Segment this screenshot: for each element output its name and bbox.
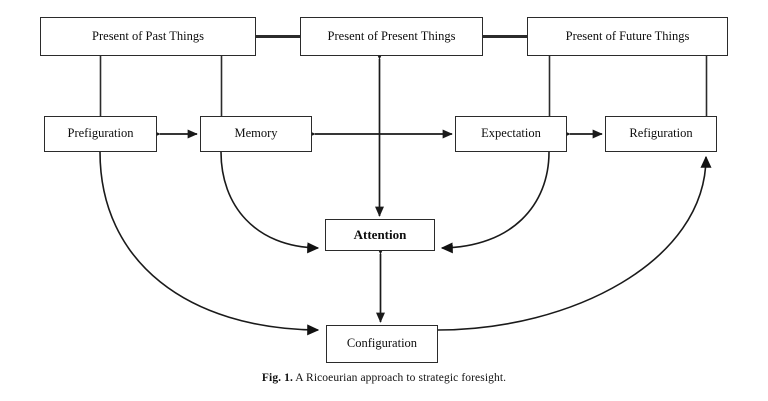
node-label: Present of Present Things — [327, 28, 456, 43]
node-label: Expectation — [481, 126, 541, 141]
expectation-to-attention-curve — [440, 151, 550, 254]
node-label: Present of Future Things — [565, 28, 690, 43]
figure-caption-label: Fig. 1. — [261, 372, 293, 384]
figure-caption-text: A Ricoeurian approach to strategic fores… — [295, 372, 507, 384]
node-prefiguration[interactable]: Prefiguration — [44, 116, 157, 152]
memory-to-attention-curve — [220, 151, 320, 254]
configuration-to-refiguration-curve — [437, 155, 712, 331]
node-present-of-present-things[interactable]: Present of Present Things — [300, 17, 483, 56]
figure-caption: Fig. 1. A Ricoeurian approach to strateg… — [0, 372, 768, 384]
node-refiguration[interactable]: Refiguration — [605, 116, 717, 152]
node-memory[interactable]: Memory — [200, 116, 312, 152]
node-present-of-future-things[interactable]: Present of Future Things — [527, 17, 728, 56]
node-label: Refiguration — [629, 126, 693, 141]
node-expectation[interactable]: Expectation — [455, 116, 567, 152]
node-present-of-past-things[interactable]: Present of Past Things — [40, 17, 256, 56]
node-label: Prefiguration — [67, 126, 134, 141]
node-label: Memory — [234, 126, 278, 141]
prefiguration-to-configuration-curve — [99, 151, 320, 336]
node-attention[interactable]: Attention — [325, 219, 435, 251]
node-configuration[interactable]: Configuration — [326, 325, 438, 363]
node-label: Configuration — [346, 336, 418, 351]
node-label: Present of Past Things — [92, 28, 204, 43]
node-label: Attention — [353, 226, 407, 242]
